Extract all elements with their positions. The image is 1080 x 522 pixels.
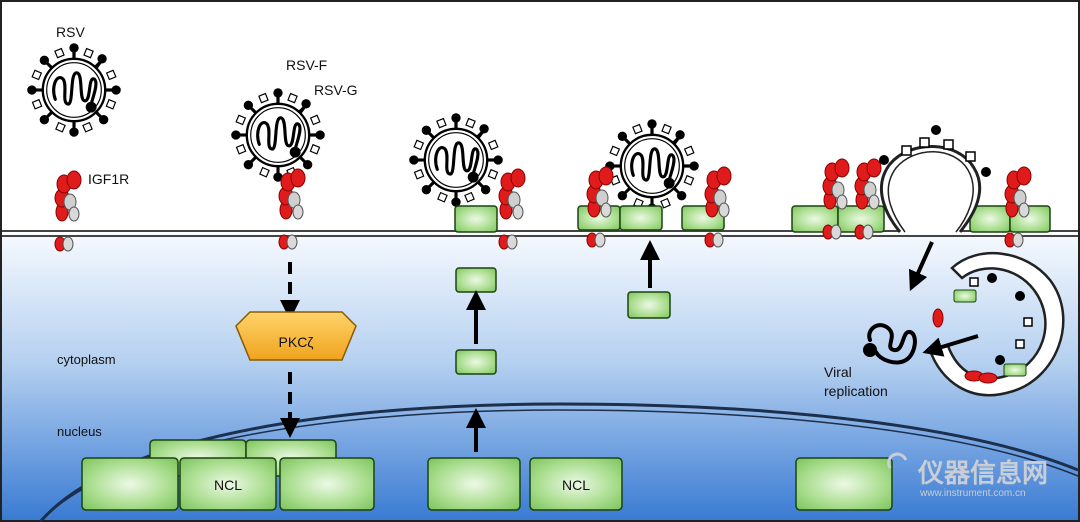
viral-rna	[863, 323, 917, 365]
ncl-nucleus-4	[795, 457, 893, 511]
endosome-g-proteins	[969, 277, 1033, 349]
ncl-transit-2	[455, 349, 497, 375]
label-nucleus: nucleus	[57, 424, 102, 439]
watermark-url: www.instrument.com.cn	[919, 488, 1026, 499]
pkc-zeta: PKCζ	[235, 311, 357, 361]
watermark: 仪器信息网 www.instrument.com.cn	[887, 452, 1048, 499]
ncl-label-2: NCL	[562, 477, 590, 493]
watermark-text: 仪器信息网	[917, 458, 1048, 489]
ncl-label-1: NCL	[214, 477, 242, 493]
ncl-nucleus-2	[427, 457, 521, 511]
ncl-cluster-left: NCL	[81, 439, 375, 511]
ncl-transit-3	[627, 291, 671, 319]
viral-replication-label-2: replication	[824, 383, 888, 399]
label-igf1r: IGF1R	[88, 171, 129, 187]
label-rsv-g: RSV-G	[314, 82, 358, 98]
label-rsv: RSV	[56, 24, 85, 40]
watermark-logo-icon	[887, 452, 908, 469]
ncl-transit-1	[455, 267, 497, 293]
membrane-g-proteins	[901, 137, 976, 162]
viral-replication-label-1: Viral	[824, 364, 852, 380]
label-cytoplasm: cytoplasm	[57, 352, 116, 367]
membrane-f-proteins	[879, 125, 991, 177]
arrow-to-replication	[922, 334, 979, 357]
endosome-f-proteins	[987, 273, 1025, 365]
ncl-nucleus-3	[529, 457, 623, 511]
ncl-membrane-1	[454, 205, 498, 233]
pkc-label: PKCζ	[279, 334, 314, 350]
endosome-receptors	[932, 308, 998, 384]
arrow-to-endosome	[908, 241, 934, 292]
endosome-ncl	[953, 289, 1027, 377]
label-rsv-f: RSV-F	[286, 57, 327, 73]
